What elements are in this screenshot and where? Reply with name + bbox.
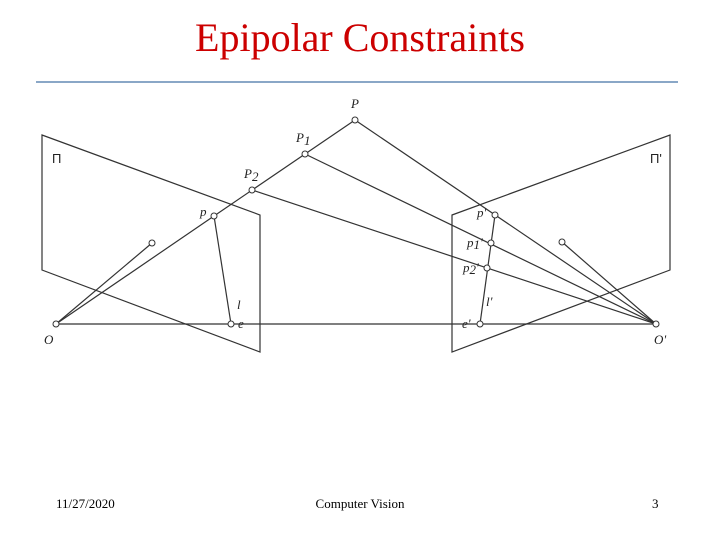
ray-P1-to-O-prime [304,153,657,325]
point-p [210,212,218,220]
label-P1: P1 [295,130,310,148]
ray-O-to-P [55,215,215,325]
point-P [351,116,359,124]
label-P2: P2 [243,166,259,184]
point-p2-prime [483,264,491,272]
label-Pi-prime: Π' [650,151,662,166]
point-p-prime [491,211,499,219]
label-p: p [199,204,207,219]
ray-O-extra [55,242,153,325]
point-O-prime [652,320,660,328]
epipolar-line-l [213,215,232,325]
label-l-prime: l' [486,294,493,309]
label-O-prime: O' [654,332,666,347]
footer-course: Computer Vision [315,496,405,511]
point-extra-left [148,239,156,247]
label-p2-prime: p2' [462,260,479,277]
label-e: e [238,316,244,331]
point-e-prime [476,320,484,328]
ray-P2-to-O-prime [251,189,657,325]
point-O [52,320,60,328]
title-underline [36,81,678,83]
footer-page-number: 3 [652,496,659,511]
label-e-prime: e' [462,316,471,331]
line-of-sight [213,119,356,217]
point-e [227,320,235,328]
point-P2 [248,186,256,194]
label-p1-prime: p1' [466,235,483,252]
slide-title: Epipolar Constraints [195,15,525,60]
left-image-plane [41,134,261,353]
point-extra-right [558,238,566,246]
label-P: P [350,96,359,111]
footer-date: 11/27/2020 [56,496,115,511]
right-image-plane [451,134,671,353]
label-O: O [44,332,54,347]
ray-O-prime-extra [561,241,657,325]
point-P1 [301,150,309,158]
ray-P-to-O-prime [354,119,657,325]
label-l: l [237,297,241,312]
label-Pi: Π [52,151,61,166]
label-p-prime: p' [476,205,487,220]
point-p1-prime [487,239,495,247]
